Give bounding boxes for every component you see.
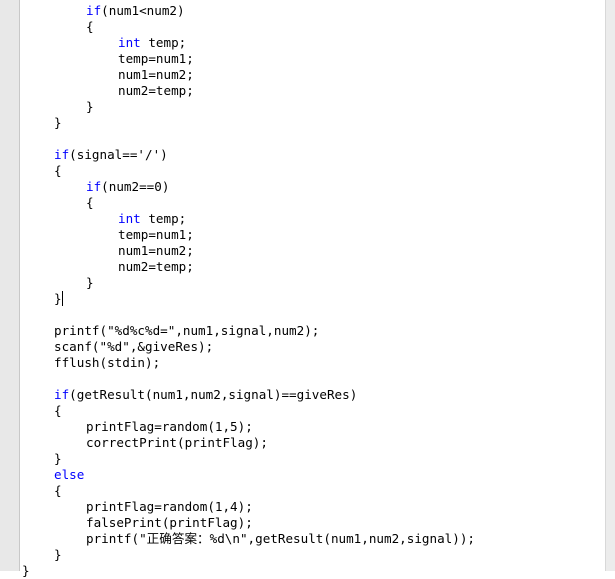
code-text: falsePrint(printFlag); [86,515,253,530]
code-keyword: else [54,467,85,482]
code-line[interactable]: int temp; [22,211,603,227]
code-line[interactable] [22,131,603,147]
code-text: num1=num2; [118,67,194,82]
code-line[interactable]: printFlag=random(1,4); [22,499,603,515]
code-text: temp=num1; [118,227,194,242]
code-line[interactable]: falsePrint(printFlag); [22,515,603,531]
code-line[interactable]: } [22,115,603,131]
code-text: } [54,451,62,466]
code-line[interactable]: } [22,291,603,307]
code-line[interactable]: num2=temp; [22,83,603,99]
code-keyword: if [86,3,102,18]
code-text: } [54,291,62,306]
code-text: printFlag=random(1,5); [86,419,253,434]
code-line[interactable]: { [22,163,603,179]
code-keyword: int [118,35,141,50]
code-line[interactable]: printf("%d%c%d=",num1,signal,num2); [22,323,603,339]
code-line[interactable]: printf("正确答案：%d\n",getResult(num1,num2,s… [22,531,603,547]
code-text: (signal=='/') [69,147,168,162]
vertical-scrollbar[interactable] [605,0,615,571]
code-line[interactable]: if(num2==0) [22,179,603,195]
code-line[interactable]: num1=num2; [22,67,603,83]
code-text: num1=num2; [118,243,194,258]
code-line[interactable]: printFlag=random(1,5); [22,419,603,435]
code-text: { [86,195,94,210]
code-line[interactable]: } [22,275,603,291]
code-text: fflush(stdin); [54,355,161,370]
code-text: } [86,99,94,114]
code-line[interactable]: fflush(stdin); [22,355,603,371]
code-line[interactable]: } [22,99,603,115]
code-line[interactable]: { [22,483,603,499]
code-line[interactable] [22,307,603,323]
code-editor[interactable]: if(num1<num2){int temp;temp=num1;num1=nu… [22,3,603,579]
code-keyword: int [118,211,141,226]
code-keyword: if [86,179,102,194]
code-line[interactable]: { [22,403,603,419]
code-line[interactable]: if(signal=='/') [22,147,603,163]
code-text: temp; [140,35,187,50]
code-line[interactable]: scanf("%d",&giveRes); [22,339,603,355]
code-text: (getResult(num1,num2,signal)==giveRes) [69,387,358,402]
code-text: (num2==0) [101,179,170,194]
code-line[interactable]: temp=num1; [22,51,603,67]
code-text: temp=num1; [118,51,194,66]
code-text: correctPrint(printFlag); [86,435,268,450]
code-line[interactable]: } [22,563,603,579]
code-text: { [86,19,94,34]
editor-gutter[interactable] [0,0,20,571]
code-text: } [54,115,62,130]
code-text: temp; [140,211,187,226]
code-line[interactable]: temp=num1; [22,227,603,243]
code-line[interactable]: num2=temp; [22,259,603,275]
code-text: { [54,483,62,498]
code-text: (num1<num2) [101,3,185,18]
code-text: num2=temp; [118,259,194,274]
code-line[interactable]: } [22,451,603,467]
code-line[interactable]: { [22,19,603,35]
code-text: printFlag=random(1,4); [86,499,253,514]
code-line[interactable]: } [22,547,603,563]
code-line[interactable]: num1=num2; [22,243,603,259]
code-text: printf("正确答案：%d\n",getResult(num1,num2,s… [86,531,475,546]
code-line[interactable]: if(getResult(num1,num2,signal)==giveRes) [22,387,603,403]
code-text: { [54,403,62,418]
code-line[interactable] [22,371,603,387]
code-keyword: if [54,387,70,402]
code-text: } [54,547,62,562]
code-text: num2=temp; [118,83,194,98]
text-cursor [61,291,63,306]
code-line[interactable]: if(num1<num2) [22,3,603,19]
code-text: { [54,163,62,178]
code-line[interactable]: correctPrint(printFlag); [22,435,603,451]
code-text: } [86,275,94,290]
code-line[interactable]: { [22,195,603,211]
code-line[interactable]: int temp; [22,35,603,51]
code-text: scanf("%d",&giveRes); [54,339,214,354]
code-keyword: if [54,147,70,162]
code-text: printf("%d%c%d=",num1,signal,num2); [54,323,320,338]
code-line[interactable]: else [22,467,603,483]
